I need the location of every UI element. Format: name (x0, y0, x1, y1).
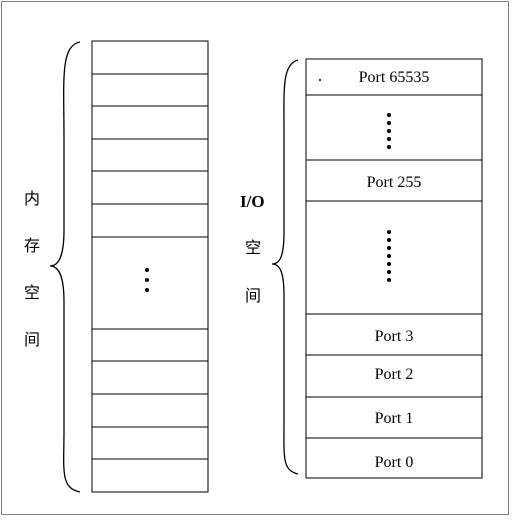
io-space-label-char: 空 (245, 238, 262, 257)
stray-mark (319, 79, 321, 81)
port-ellipsis-dot (387, 145, 391, 149)
port-ellipsis-dot (387, 121, 391, 125)
port-1-label: Port 1 (374, 410, 414, 427)
io-space-brace (271, 59, 299, 475)
memory-ellipsis-dot (145, 288, 149, 292)
memory-row-dividers (92, 73, 208, 460)
port-ellipsis-dot (387, 262, 391, 266)
io-port-column (305, 58, 483, 479)
io-space-label-char: 间 (245, 286, 262, 305)
port-0-label: Port 0 (374, 454, 414, 471)
memory-space-label-char: 存 (24, 236, 41, 255)
port-row-dividers (306, 94, 482, 439)
memory-ellipsis-dot (145, 278, 149, 282)
memory-space-brace (49, 41, 81, 493)
memory-column (91, 40, 209, 493)
port-ellipsis-dot (387, 254, 391, 258)
port-2-label: Port 2 (374, 366, 414, 383)
port-255-label: Port 255 (366, 174, 422, 191)
port-ellipsis-dot (387, 246, 391, 250)
memory-ellipsis-dot (145, 268, 149, 272)
port-ellipsis-dot (387, 238, 391, 242)
memory-space-label-char: 空 (24, 283, 41, 302)
port-3-label: Port 3 (374, 328, 414, 345)
port-ellipsis-dot (387, 137, 391, 141)
port-65535-label: Port 65535 (358, 69, 430, 86)
port-ellipsis-dot (387, 270, 391, 274)
memory-space-label-char: 内 (24, 189, 41, 208)
memory-space-label-char: 间 (24, 330, 41, 349)
port-ellipsis-dot (387, 278, 391, 282)
port-ellipsis-dot (387, 113, 391, 117)
io-space-title: I/O (240, 192, 265, 211)
port-ellipsis-dot (387, 230, 391, 234)
port-ellipsis-dot (387, 129, 391, 133)
